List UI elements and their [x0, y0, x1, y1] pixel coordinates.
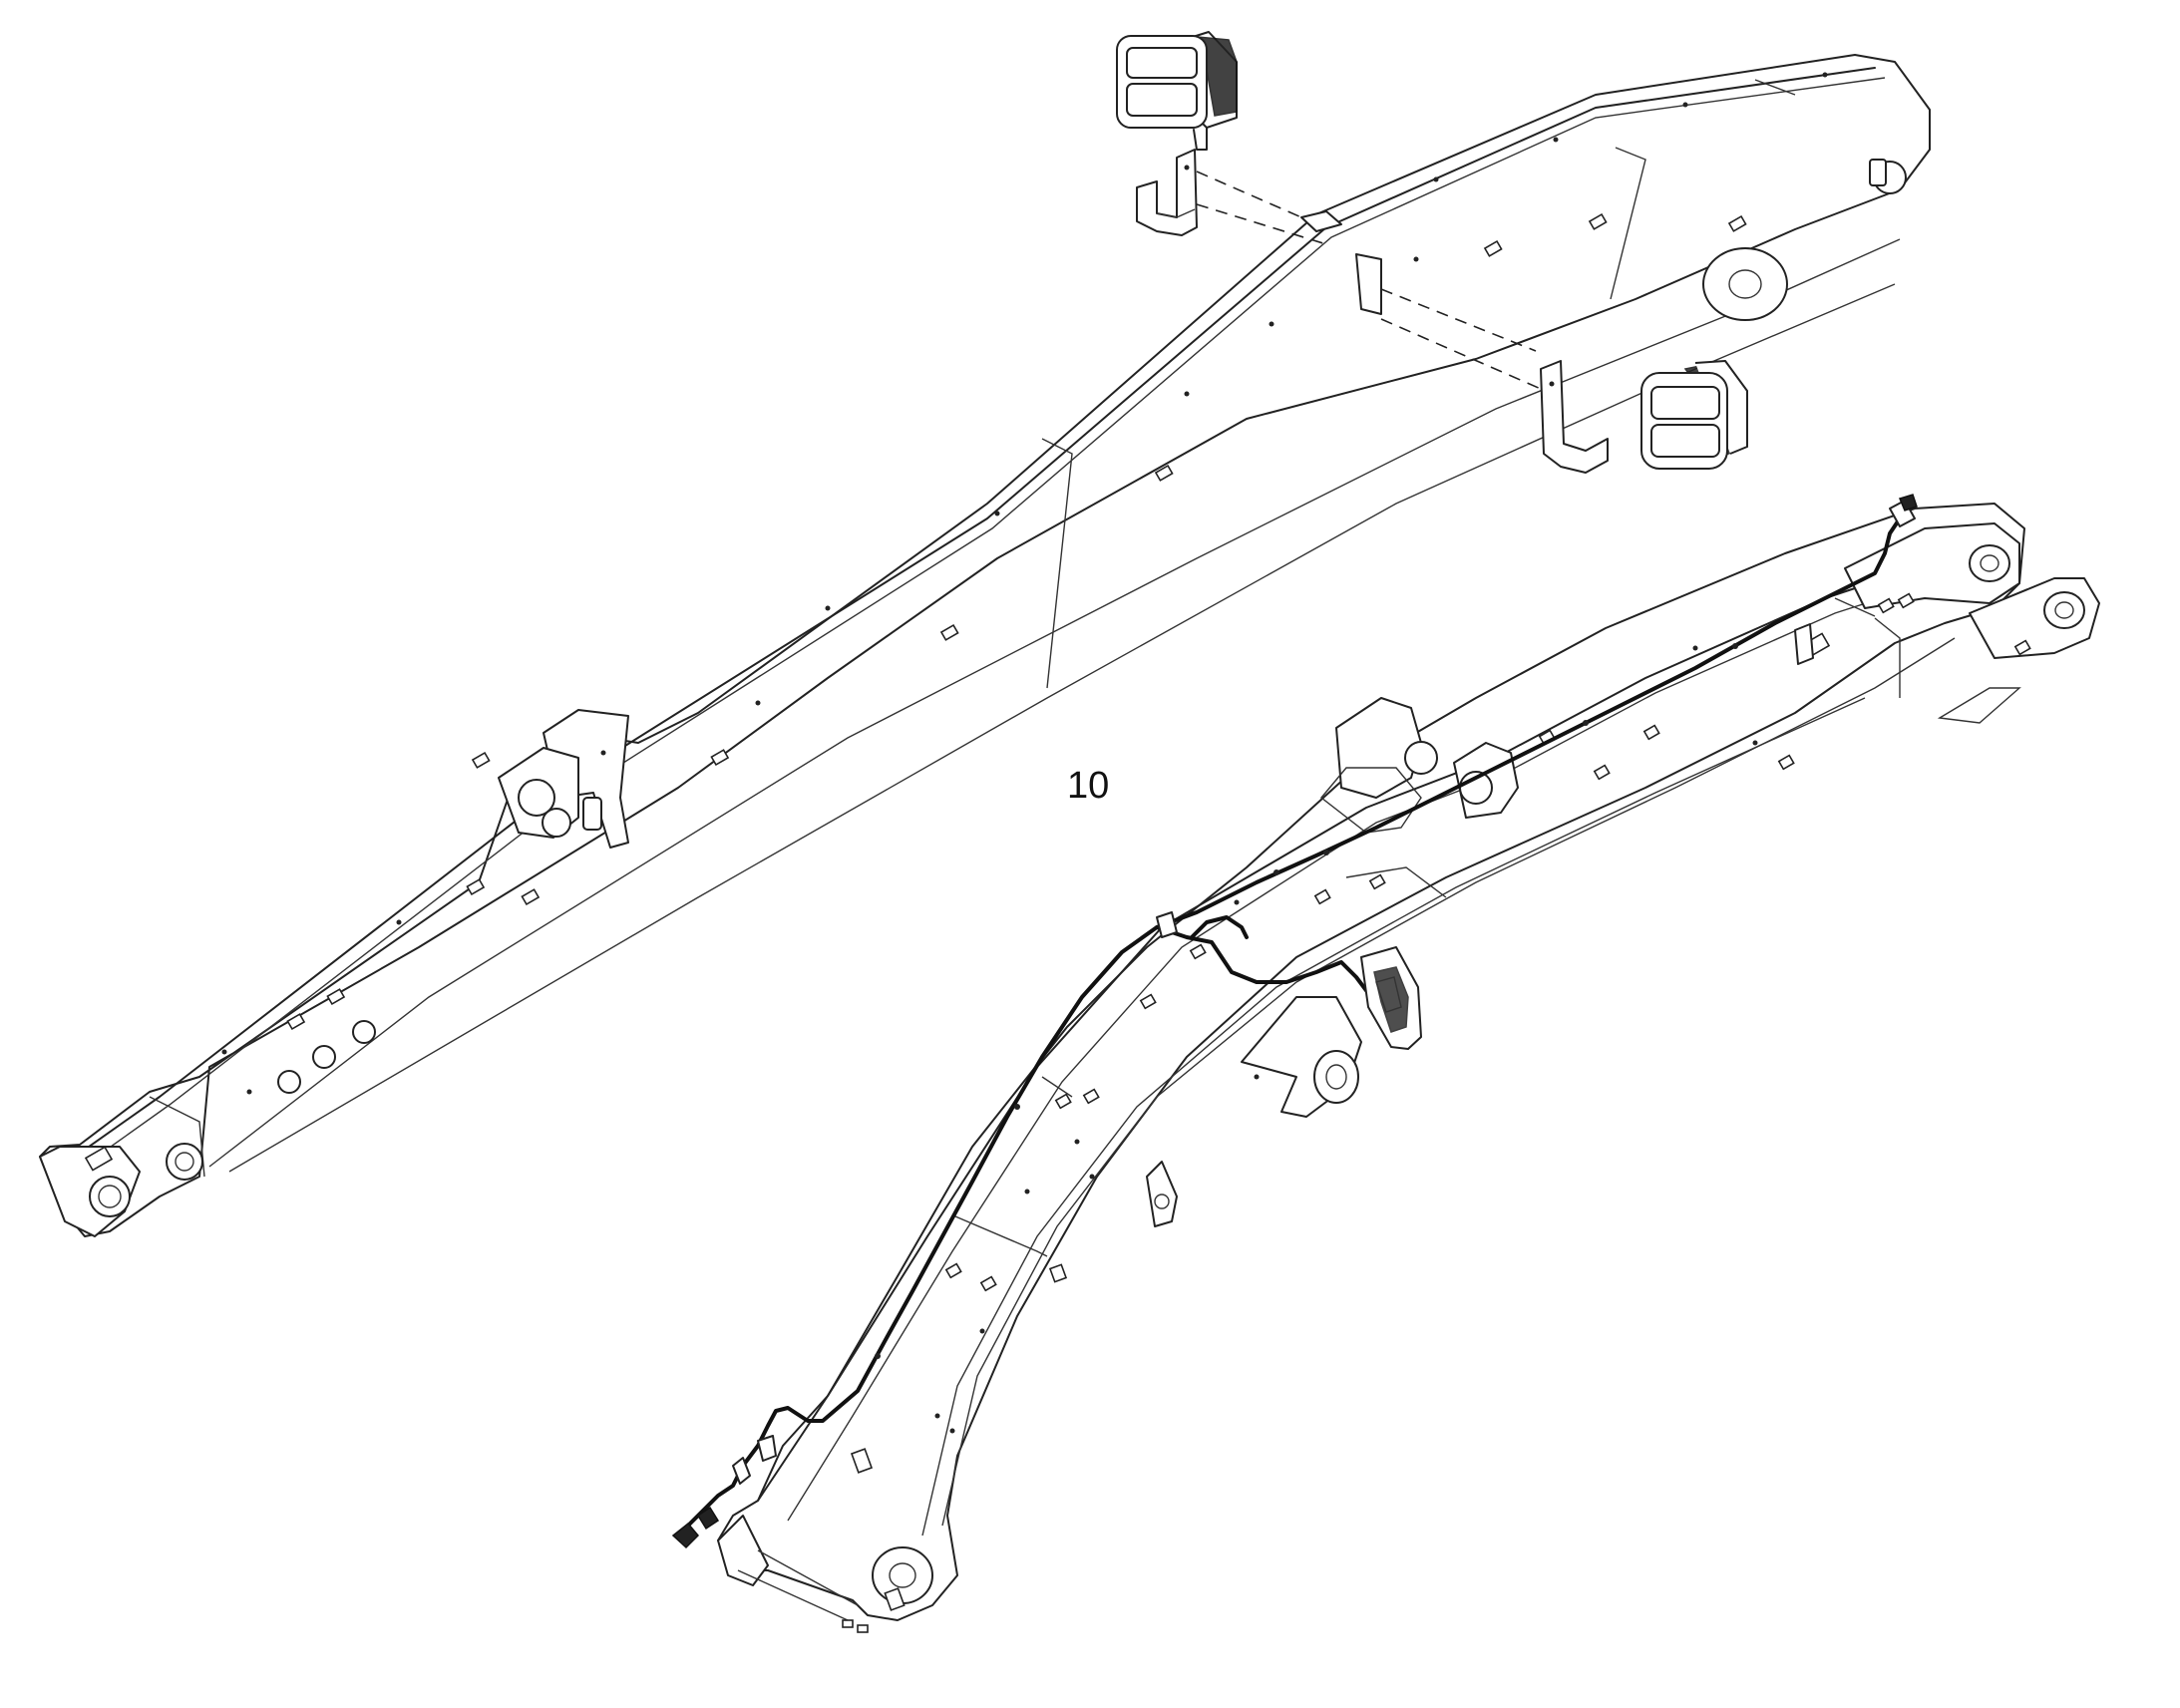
work-light-icon	[1640, 360, 1748, 470]
lower-boom-slots	[842, 592, 2031, 1633]
light-bracket-icon	[1540, 360, 1609, 474]
alignment-lines	[1196, 171, 1542, 390]
light-bracket-icon	[1136, 149, 1198, 236]
upper-boom-slots	[84, 72, 1828, 1172]
upper-boom	[39, 54, 1931, 1237]
callout-label: 10	[1067, 765, 1109, 807]
work-light-icon	[1116, 31, 1238, 151]
wire-harness	[671, 494, 1918, 1549]
lower-boom	[717, 503, 2100, 1621]
work-light-icon	[1360, 946, 1422, 1050]
